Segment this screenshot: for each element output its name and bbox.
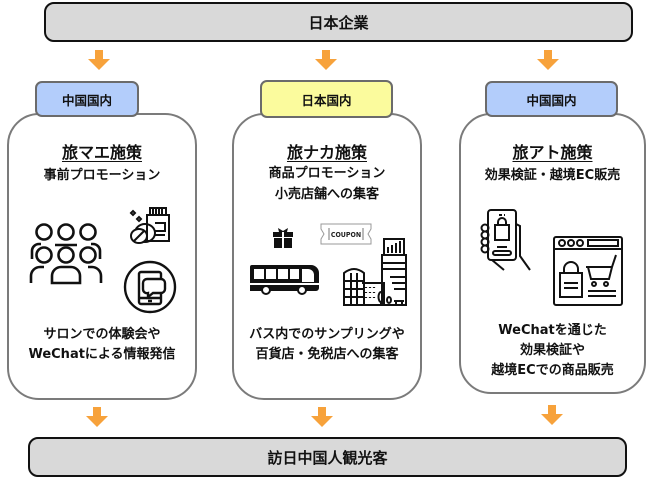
smartphone-chat-icon xyxy=(123,260,177,314)
bottom-bar-label: 訪日中国人観光客 xyxy=(267,448,388,467)
column-title: 旅ナカ施策 xyxy=(286,143,367,162)
gift-icon xyxy=(272,225,294,249)
description-line: WeChatによる情報発信 xyxy=(28,347,176,362)
description-line: サロンでの体験会や xyxy=(43,327,161,342)
description-line: 効果検証や xyxy=(519,343,585,358)
medicine-bottle-icon xyxy=(129,207,171,245)
column-description: サロンでの体験会や WeChatによる情報発信 xyxy=(9,325,195,365)
column-description: バス内でのサンプリングや 百貨店・免税店への集客 xyxy=(234,325,420,365)
region-tag-label: 中国国内 xyxy=(526,92,577,108)
column-title: 旅マエ施策 xyxy=(61,143,142,162)
online-store-icon xyxy=(552,235,624,307)
group-people-icon xyxy=(28,223,104,285)
column-description: WeChatを通じた 効果検証や 越境ECでの商品販売 xyxy=(461,321,644,381)
column-post-travel: 旅アト施策 効果検証・越境EC販売 WeChatを通じた 効果検証や 越境ECで… xyxy=(459,113,646,394)
column-subtitle: 商品プロモーション 小売店舗への集客 xyxy=(234,163,420,205)
column-during-travel: 旅ナカ施策 商品プロモーション 小売店舗への集客 COUPON xyxy=(232,113,422,400)
subtitle-line: 商品プロモーション xyxy=(268,166,386,181)
subtitle-line: 小売店舗への集客 xyxy=(274,187,379,202)
top-bar-label: 日本企業 xyxy=(308,13,369,32)
column-pre-travel: 旅マエ施策 事前プロモーション サロンでの体験会や WeChatによる情報発信 xyxy=(7,113,197,400)
description-line: 越境ECでの商品販売 xyxy=(491,363,614,378)
region-tag-label: 日本国内 xyxy=(301,92,352,108)
bus-icon xyxy=(248,263,322,295)
column-title: 旅アト施策 xyxy=(512,143,593,162)
region-tag-china: 中国国内 xyxy=(35,81,139,117)
description-line: 百貨店・免税店への集客 xyxy=(255,347,399,362)
description-line: WeChatを通じた xyxy=(498,323,607,338)
coupon-label: COUPON xyxy=(331,231,361,239)
region-tag-japan: 日本国内 xyxy=(260,80,393,118)
mobile-shopping-icon xyxy=(478,208,536,272)
column-subtitle: 効果検証・越境EC販売 xyxy=(484,168,621,183)
column-subtitle: 事前プロモーション xyxy=(43,168,161,183)
top-bar-japanese-companies: 日本企業 xyxy=(44,2,633,42)
bottom-bar-chinese-tourists: 訪日中国人観光客 xyxy=(28,437,627,477)
region-tag-label: 中国国内 xyxy=(61,92,112,108)
region-tag-china: 中国国内 xyxy=(485,81,618,117)
coupon-icon: COUPON xyxy=(320,223,372,245)
description-line: バス内でのサンプリングや xyxy=(249,327,405,342)
department-store-icon xyxy=(342,237,408,307)
